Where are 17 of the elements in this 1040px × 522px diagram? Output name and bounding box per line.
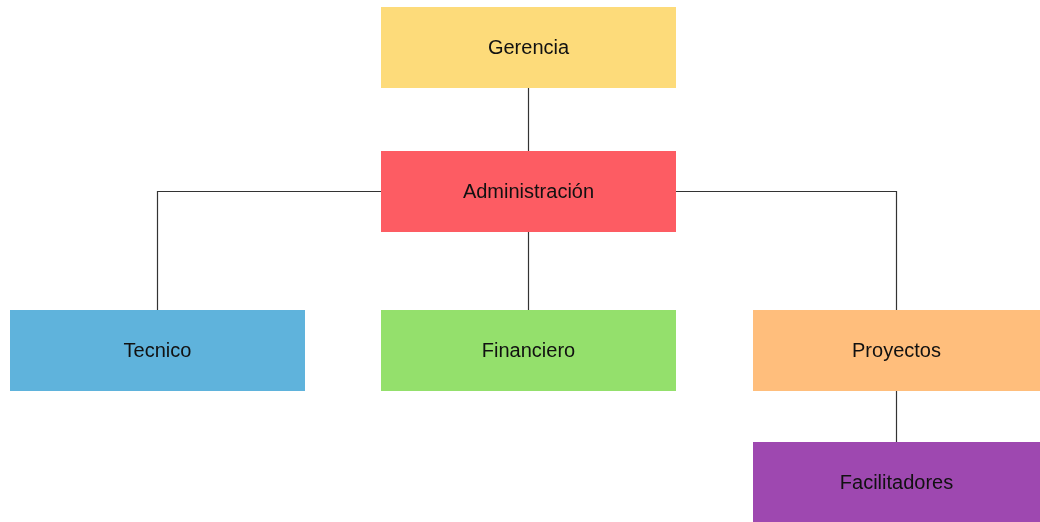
org-box (753, 310, 1040, 391)
box-label: Tecnico (123, 339, 192, 362)
box-label: Proyectos (852, 339, 941, 362)
connector-line (156, 190, 382, 311)
org-box (10, 310, 305, 391)
connector-line (527, 231, 530, 311)
org-box (381, 151, 676, 232)
connector-line (895, 390, 898, 443)
org-box (753, 442, 1040, 522)
connector-line (675, 190, 898, 311)
connector-line (527, 87, 530, 152)
box-label: Facilitadores (839, 470, 954, 494)
box-label: Gerencia (487, 36, 570, 59)
box-label: Administración (462, 180, 595, 203)
box-label: Financiero (481, 339, 576, 362)
org-box (381, 7, 676, 88)
org-box (381, 310, 676, 391)
